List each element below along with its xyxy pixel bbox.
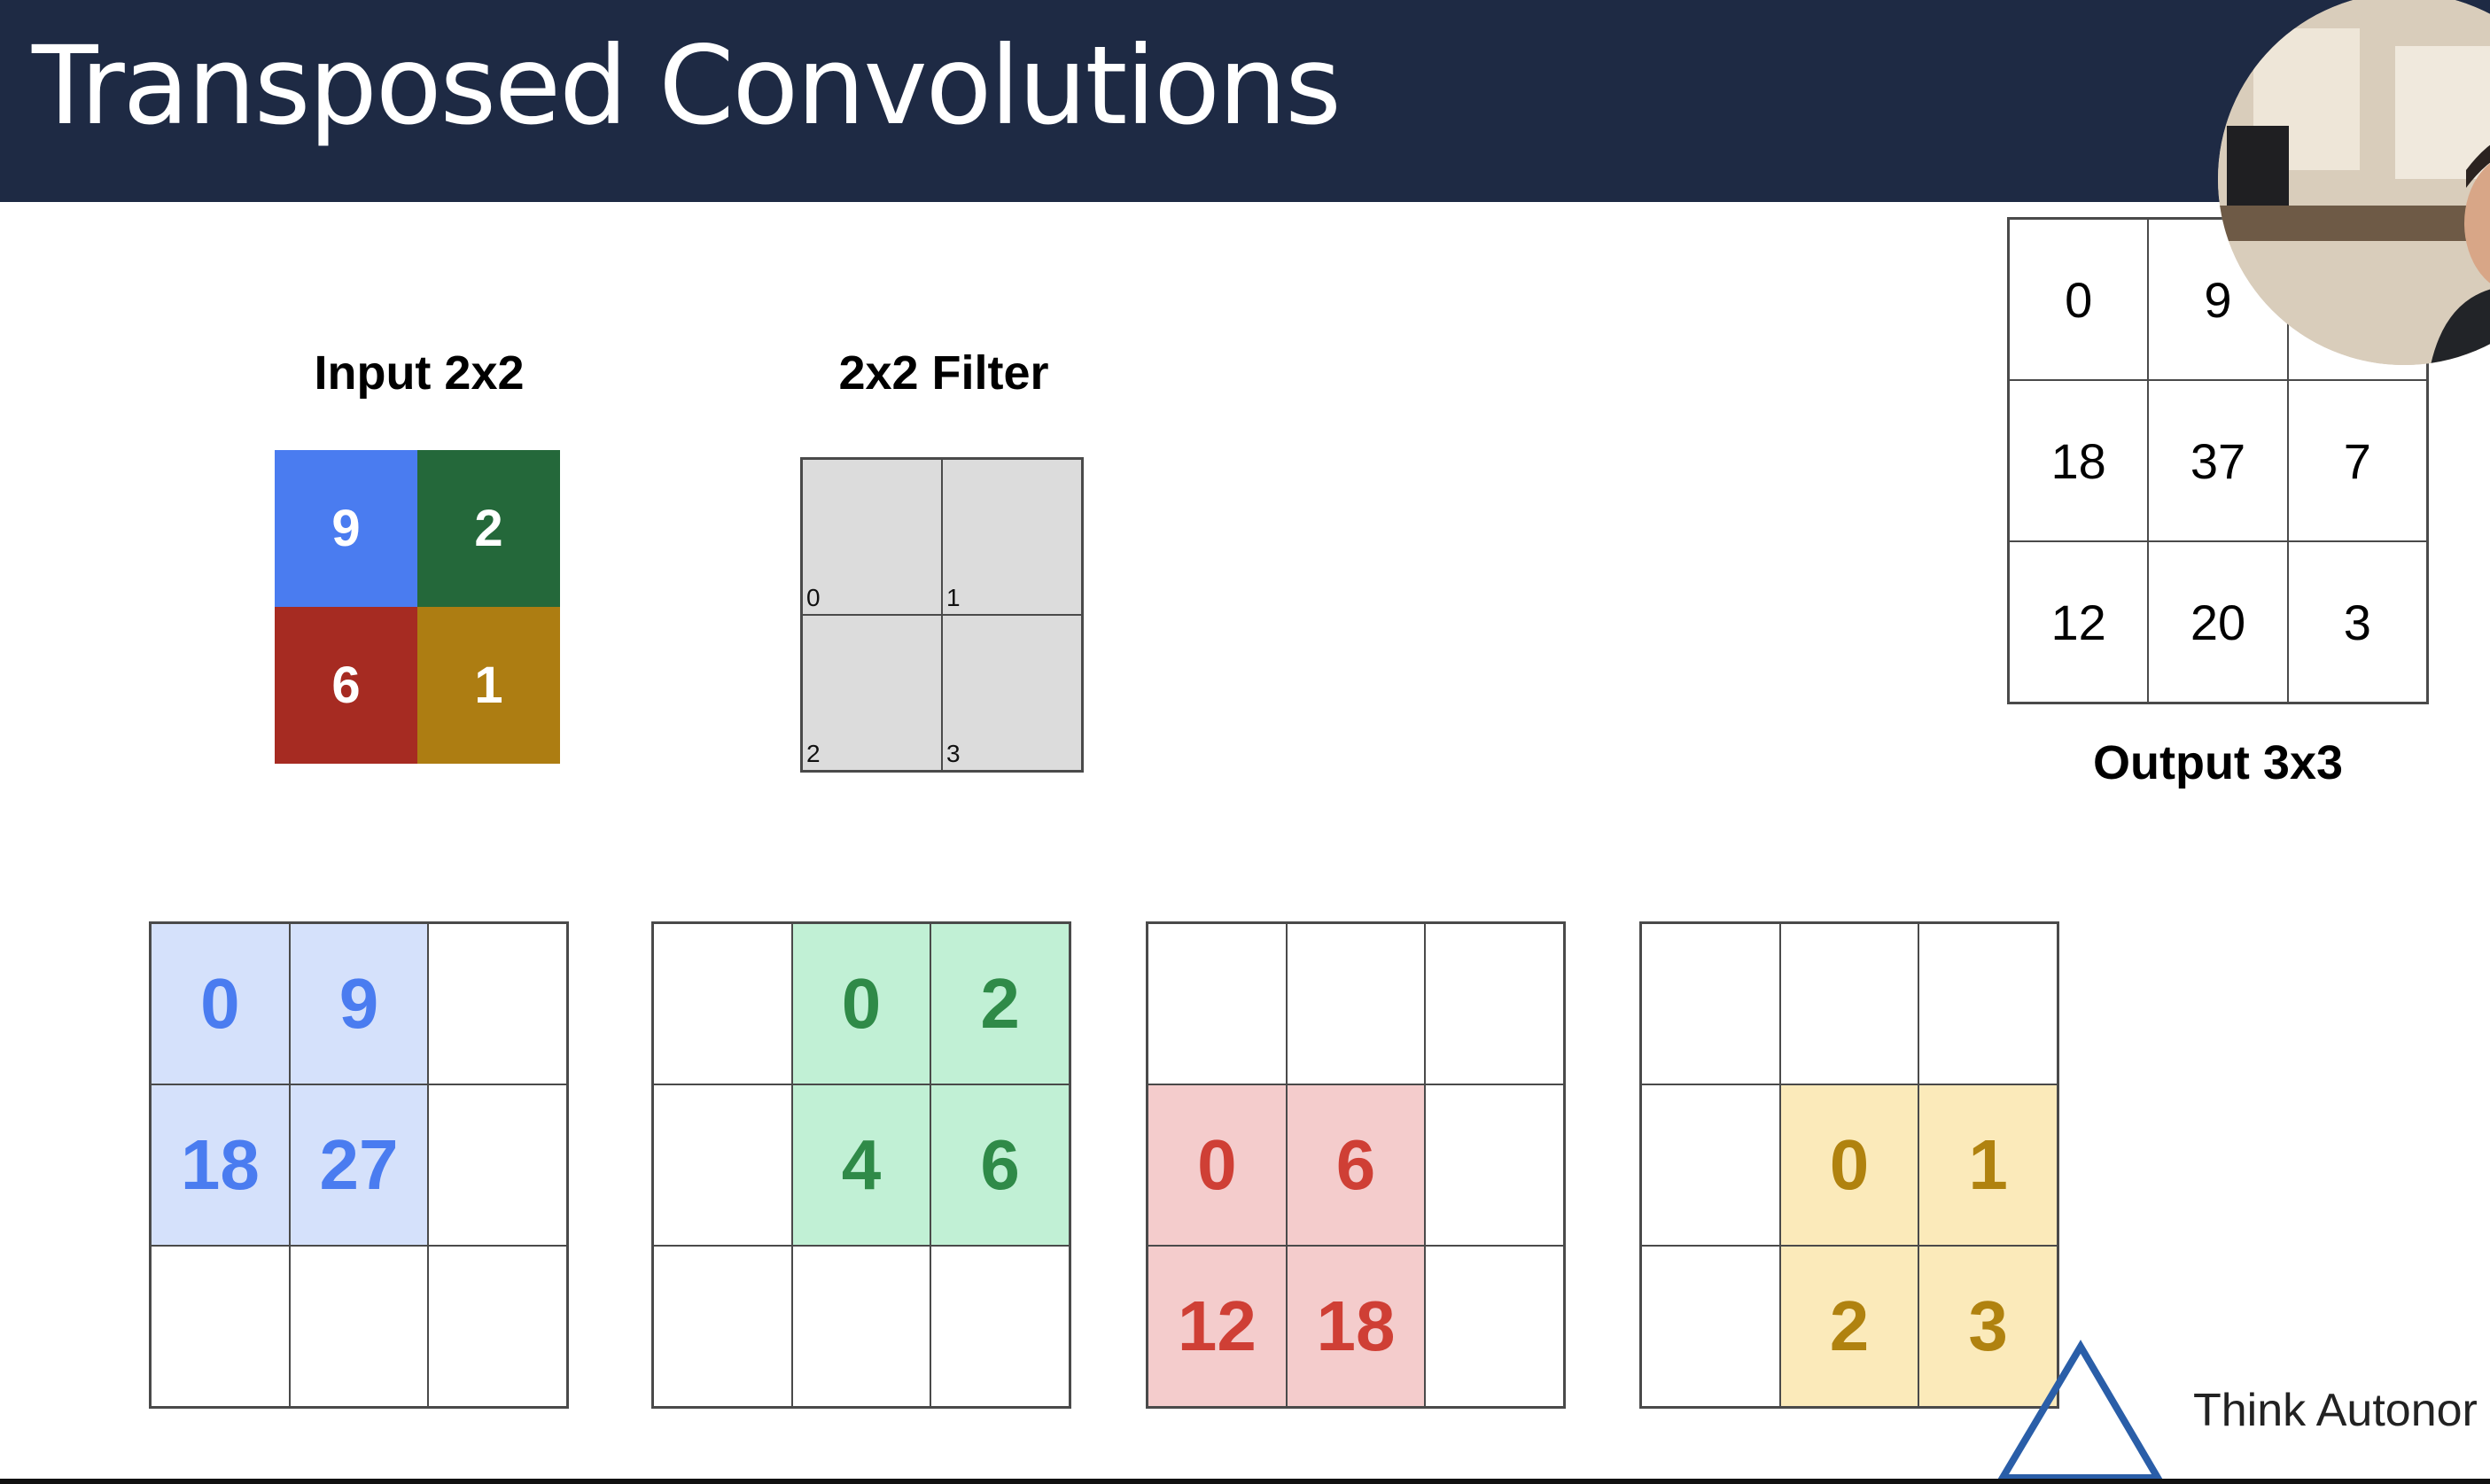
filter-index: 0 bbox=[806, 584, 821, 611]
step-cell: 0 bbox=[151, 923, 290, 1084]
step-cell bbox=[428, 1246, 567, 1407]
step-cell: 18 bbox=[1286, 1246, 1426, 1407]
brand-logo-icon bbox=[1996, 1340, 2164, 1481]
step-cell: 0 bbox=[1148, 1084, 1287, 1246]
step-cell bbox=[1286, 923, 1426, 1084]
step-cell bbox=[791, 1246, 931, 1407]
filter-index: 3 bbox=[946, 740, 961, 767]
step-cell bbox=[1425, 1084, 1564, 1246]
step-cell: 9 bbox=[289, 923, 429, 1084]
filter-cell: 3 bbox=[942, 615, 1082, 771]
step-cell: 12 bbox=[1148, 1246, 1287, 1407]
step-cell: 6 bbox=[1286, 1084, 1426, 1246]
step-cell: 27 bbox=[289, 1084, 429, 1246]
step-cell: 18 bbox=[151, 1084, 290, 1246]
step-cell bbox=[1779, 923, 1919, 1084]
input-cell: 2 bbox=[417, 450, 560, 607]
output-cell: 18 bbox=[2009, 380, 2149, 541]
step-cell bbox=[653, 1246, 792, 1407]
filter-label: 2x2 Filter bbox=[838, 346, 1049, 400]
step-cell bbox=[428, 1084, 567, 1246]
output-cell: 37 bbox=[2148, 380, 2288, 541]
step-cell: 4 bbox=[791, 1084, 931, 1246]
brand-name: Think Autonor bbox=[2193, 1385, 2478, 1436]
input-label: Input 2x2 bbox=[314, 346, 525, 400]
title-bar: Transposed Convolutions bbox=[0, 0, 2490, 202]
filter-index: 1 bbox=[946, 584, 961, 611]
step-cell bbox=[653, 923, 792, 1084]
step-cell: 6 bbox=[930, 1084, 1070, 1246]
step-cell: 0 bbox=[1779, 1084, 1919, 1246]
step-cell: 2 bbox=[1779, 1246, 1919, 1407]
step-cell bbox=[428, 923, 567, 1084]
step-cell: 3 bbox=[1918, 1246, 2058, 1407]
step-cell bbox=[1918, 923, 2058, 1084]
filter-cell: 1 bbox=[942, 459, 1082, 615]
step-cell bbox=[1641, 1084, 1780, 1246]
step-cell: 1 bbox=[1918, 1084, 2058, 1246]
output-cell: 0 bbox=[2009, 219, 2149, 380]
filter-cell: 0 bbox=[802, 459, 942, 615]
output-cell: 7 bbox=[2287, 380, 2427, 541]
slide-title: Transposed Convolutions bbox=[32, 23, 1342, 149]
filter-grid: 0 1 2 3 bbox=[800, 457, 1084, 773]
step-cell bbox=[151, 1246, 290, 1407]
step-cell bbox=[1641, 923, 1780, 1084]
input-cell: 6 bbox=[275, 607, 417, 764]
step-cell bbox=[653, 1084, 792, 1246]
step-cell bbox=[930, 1246, 1070, 1407]
input-cell: 1 bbox=[417, 607, 560, 764]
output-cell: 3 bbox=[2287, 541, 2427, 703]
output-cell: 12 bbox=[2009, 541, 2149, 703]
output-cell: 20 bbox=[2148, 541, 2288, 703]
output-label: Output 3x3 bbox=[2092, 736, 2344, 789]
step-cell bbox=[1425, 923, 1564, 1084]
input-cell: 9 bbox=[275, 450, 417, 607]
step-cell bbox=[1148, 923, 1287, 1084]
filter-index: 2 bbox=[806, 740, 821, 767]
step-cell: 0 bbox=[791, 923, 931, 1084]
step-cell: 2 bbox=[930, 923, 1070, 1084]
step-cell bbox=[289, 1246, 429, 1407]
filter-cell: 2 bbox=[802, 615, 942, 771]
bottom-divider bbox=[0, 1479, 2490, 1484]
step-cell bbox=[1641, 1246, 1780, 1407]
step-cell bbox=[1425, 1246, 1564, 1407]
